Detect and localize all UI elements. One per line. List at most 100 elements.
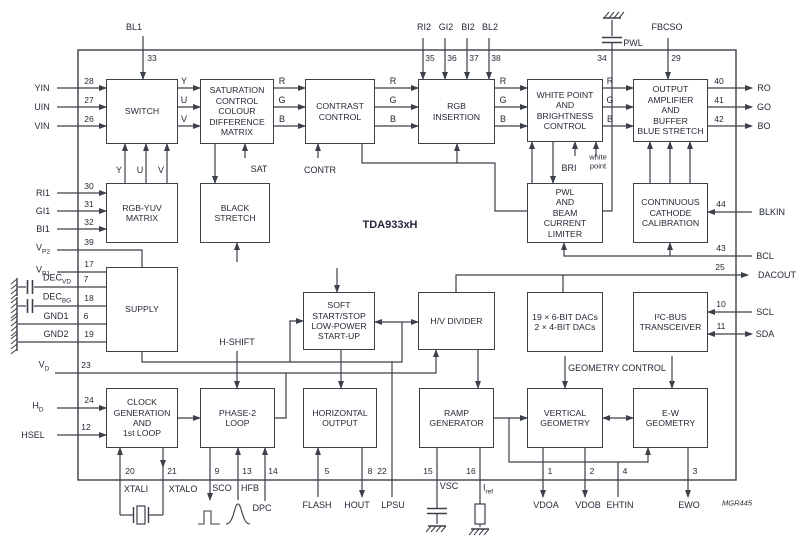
block-label-line: 1st LOOP	[122, 428, 162, 439]
block-label-line: GENERATOR	[429, 418, 484, 428]
block-label-line: CURRENT	[543, 218, 587, 229]
label-text: GI2	[438, 22, 454, 32]
wire	[55, 349, 439, 374]
block-label-line: LOOP	[225, 418, 250, 428]
block-label-line: AND	[661, 105, 680, 116]
label-text: U	[180, 95, 188, 105]
wire	[508, 418, 651, 463]
pin-number-2: 2	[589, 466, 595, 476]
label-fbcso: FBCSO	[651, 22, 682, 32]
label-text: GEOMETRY CONTROL	[568, 363, 666, 373]
label-geometry-control: GEOMETRY CONTROL	[568, 363, 666, 373]
capacitor-icon	[427, 507, 447, 515]
pin-number-43: 43	[716, 243, 726, 253]
label-g: G	[389, 95, 396, 105]
label-h-shift: H-SHIFT	[219, 337, 255, 347]
label-text: DACOUT	[758, 270, 796, 280]
block-label-line: VERTICAL	[543, 407, 587, 418]
label-text: B	[499, 114, 507, 124]
block-label-line: 2 × 4-BIT DACs	[534, 322, 596, 332]
label-v-d: VD	[39, 360, 50, 373]
label-ri2: RI2	[417, 22, 431, 32]
block-label-line: CALIBRATION	[641, 218, 700, 229]
block-label-line: STRETCH	[214, 213, 256, 223]
block-label-line: MATRIX	[125, 213, 159, 223]
block-supply: SUPPLY	[106, 267, 178, 352]
label-pwl: PWL	[623, 38, 643, 48]
label-hfb: HFB	[241, 483, 259, 493]
label-b: B	[279, 114, 285, 124]
pin-number-16: 16	[466, 466, 476, 476]
pin-number-29: 29	[671, 53, 681, 63]
label-ri1: RI1	[36, 188, 50, 198]
ground-icon	[10, 278, 18, 300]
block-label-line: WHITE POINT	[536, 89, 594, 100]
label-text: BO	[757, 121, 771, 131]
block-label-line: DIFFERENCE	[209, 116, 265, 127]
block-label-line: CONTROL	[215, 95, 259, 106]
label-ewo: EWO	[678, 500, 700, 510]
pin-number-13: 13	[242, 466, 252, 476]
label-text: HOUT	[344, 500, 370, 510]
block-switch: SWITCH	[106, 79, 178, 144]
block-label-line: 19 × 6-BIT DACs	[532, 311, 598, 322]
label-gnd1: GND1	[43, 311, 68, 321]
sine-pulse-waveform-icon	[225, 503, 251, 525]
pin-number-19: 19	[84, 329, 94, 339]
block-label-line: SATURATION	[209, 85, 265, 96]
block-label-line: GEOMETRY	[645, 418, 696, 428]
pin-number-42: 42	[714, 114, 724, 124]
label-hsel: HSEL	[21, 430, 45, 440]
label-sat: SAT	[251, 164, 268, 174]
label-flash: FLASH	[302, 500, 331, 510]
label-text: BLKIN	[758, 207, 786, 217]
label-subscript: BG	[61, 297, 72, 305]
label-text: EHTIN	[606, 500, 634, 510]
label-text: VSC	[439, 481, 459, 491]
label-text: TDA933xH	[362, 219, 418, 231]
block-label-line: AND	[555, 100, 575, 111]
label-point: point	[590, 162, 606, 171]
block-label-line: SWITCH	[124, 106, 160, 117]
pin-number-36: 36	[447, 53, 457, 63]
label-text: V	[157, 165, 165, 175]
capacitor-icon	[26, 280, 34, 294]
label-dec-vd: DECVD	[43, 273, 71, 286]
label-text: GO	[756, 102, 772, 112]
label-sco: SCO	[212, 483, 232, 493]
label-lpsu: LPSU	[381, 500, 405, 510]
block-label-line: RGB	[447, 101, 466, 112]
block-label-line: CONTROL	[318, 111, 362, 122]
label-text: Y	[180, 76, 188, 86]
label-text: white	[589, 152, 607, 162]
label-text: R	[499, 76, 507, 86]
label-r: R	[279, 76, 286, 86]
label-mgr445: MGR445	[722, 499, 752, 508]
label-v: V	[158, 165, 164, 175]
ground-icon	[603, 11, 625, 19]
label-gi1: GI1	[36, 206, 51, 216]
label-text: V	[38, 359, 45, 370]
label-text: RI1	[35, 188, 51, 198]
label-text: H	[32, 400, 39, 411]
wire	[361, 144, 527, 212]
label-gnd2: GND2	[43, 329, 68, 339]
block-label-line: BUFFER	[653, 115, 688, 126]
resistor-icon	[474, 503, 486, 525]
label-subscript: D	[44, 365, 50, 373]
pin-number-6: 6	[83, 311, 89, 321]
label-text: R	[389, 76, 397, 86]
wire	[275, 373, 287, 419]
pin-number-41: 41	[714, 95, 724, 105]
label-text: SAT	[250, 164, 268, 174]
label-text: GND1	[43, 311, 69, 321]
label-text: V	[36, 264, 43, 275]
pin-number-37: 37	[469, 53, 479, 63]
block-label-line: INSERTION	[432, 111, 481, 122]
label-text: VDOB	[575, 500, 601, 510]
pin-number-12: 12	[81, 422, 91, 432]
